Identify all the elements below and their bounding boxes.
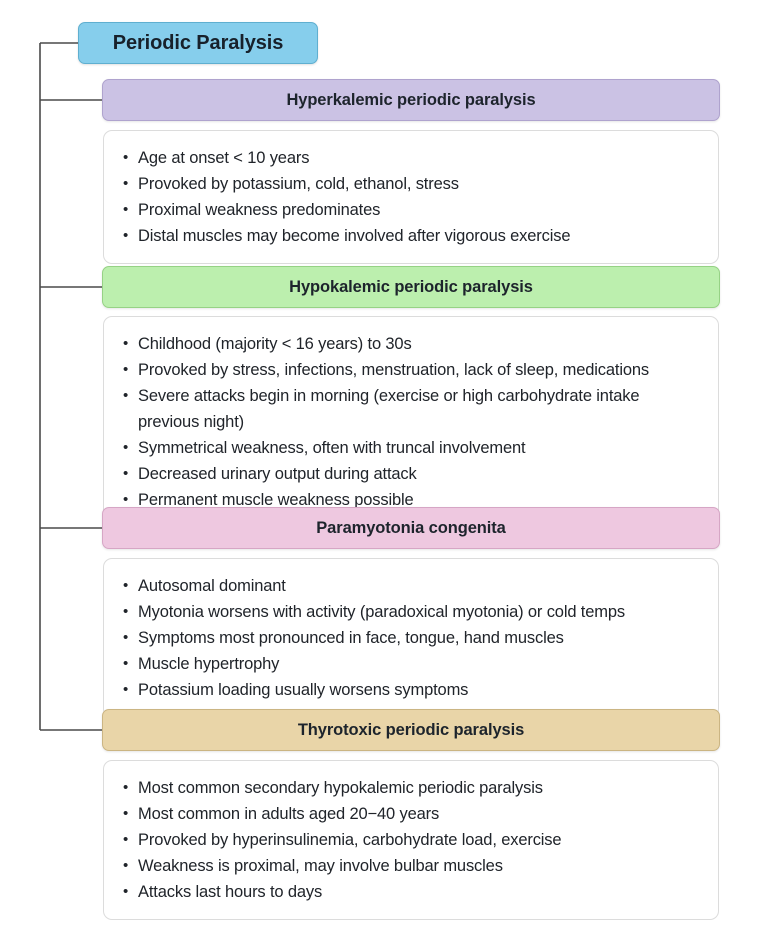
list-item: Most common in adults aged 20−40 years: [122, 801, 702, 827]
bullet-list-hypokalemic: Childhood (majority < 16 years) to 30s P…: [122, 331, 702, 513]
list-item: Childhood (majority < 16 years) to 30s: [122, 331, 702, 357]
bullet-list-hyperkalemic: Age at onset < 10 years Provoked by pota…: [122, 145, 702, 249]
list-item: Attacks last hours to days: [122, 879, 702, 905]
bullet-list-thyrotoxic: Most common secondary hypokalemic period…: [122, 775, 702, 905]
list-item: Symptoms most pronounced in face, tongue…: [122, 625, 702, 651]
section-header-label-paramyotonia: Paramyotonia congenita: [316, 518, 506, 537]
section-header-thyrotoxic[interactable]: Thyrotoxic periodic paralysis: [102, 709, 720, 751]
section-header-label-hypokalemic: Hypokalemic periodic paralysis: [289, 277, 533, 296]
list-item: Distal muscles may become involved after…: [122, 223, 702, 249]
root-node-label: Periodic Paralysis: [112, 31, 284, 54]
content-box-hypokalemic: Childhood (majority < 16 years) to 30s P…: [103, 316, 719, 528]
list-item: Weakness is proximal, may involve bulbar…: [122, 853, 702, 879]
list-item: Severe attacks begin in morning (exercis…: [122, 383, 702, 435]
section-header-hyperkalemic[interactable]: Hyperkalemic periodic paralysis: [102, 79, 720, 121]
root-node-periodic-paralysis[interactable]: Periodic Paralysis: [78, 22, 318, 64]
list-item: Muscle hypertrophy: [122, 651, 702, 677]
list-item: Age at onset < 10 years: [122, 145, 702, 171]
list-item: Most common secondary hypokalemic period…: [122, 775, 702, 801]
list-item: Myotonia worsens with activity (paradoxi…: [122, 599, 702, 625]
list-item: Symmetrical weakness, often with truncal…: [122, 435, 702, 461]
content-box-hyperkalemic: Age at onset < 10 years Provoked by pota…: [103, 130, 719, 264]
content-box-thyrotoxic: Most common secondary hypokalemic period…: [103, 760, 719, 920]
section-header-paramyotonia[interactable]: Paramyotonia congenita: [102, 507, 720, 549]
content-box-paramyotonia: Autosomal dominant Myotonia worsens with…: [103, 558, 719, 718]
section-header-label-thyrotoxic: Thyrotoxic periodic paralysis: [297, 720, 525, 739]
list-item: Potassium loading usually worsens sympto…: [122, 677, 702, 703]
list-item: Provoked by hyperinsulinemia, carbohydra…: [122, 827, 702, 853]
bullet-list-paramyotonia: Autosomal dominant Myotonia worsens with…: [122, 573, 702, 703]
section-header-label-hyperkalemic: Hyperkalemic periodic paralysis: [286, 90, 536, 109]
list-item: Decreased urinary output during attack: [122, 461, 702, 487]
list-item: Permanent muscle weakness possible: [122, 487, 702, 513]
list-item: Provoked by potassium, cold, ethanol, st…: [122, 171, 702, 197]
list-item: Proximal weakness predominates: [122, 197, 702, 223]
list-item: Autosomal dominant: [122, 573, 702, 599]
section-header-hypokalemic[interactable]: Hypokalemic periodic paralysis: [102, 266, 720, 308]
list-item: Provoked by stress, infections, menstrua…: [122, 357, 702, 383]
